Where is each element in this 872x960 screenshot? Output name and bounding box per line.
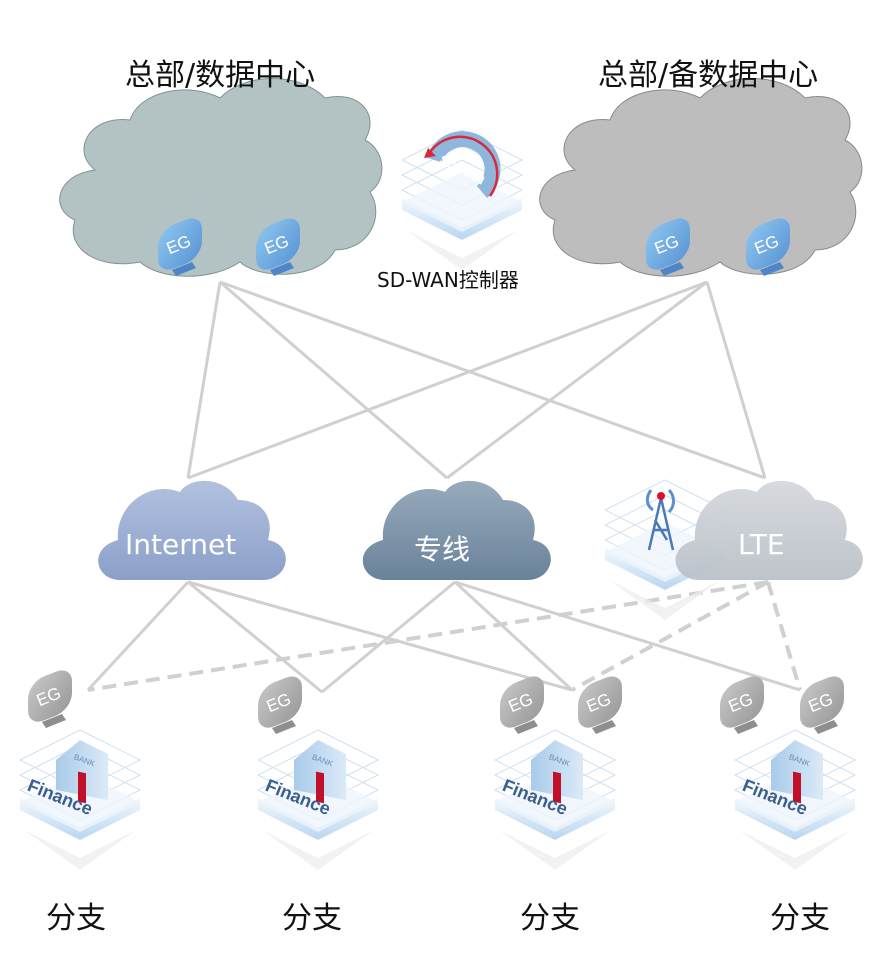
- leased-line-label: 专线: [414, 533, 471, 566]
- branch-site-1[interactable]: BANK Finance: [19, 729, 141, 871]
- branch-label-2: 分支: [282, 901, 342, 936]
- lte-cloud[interactable]: [675, 480, 863, 580]
- link-internet-b2: [187, 580, 323, 694]
- controller-label: SD-WAN控制器: [377, 268, 519, 292]
- lte-tower-icon: [604, 479, 726, 621]
- wan-branch-links: [86, 580, 802, 694]
- link-lte-b4: [766, 581, 802, 691]
- hq-backup-title: 总部/备数据中心: [598, 58, 819, 93]
- leased-line-cloud[interactable]: [362, 480, 551, 580]
- link-hq1-leased: [219, 280, 448, 480]
- hq-primary-title: 总部/数据中心: [125, 58, 316, 93]
- branch-site-3[interactable]: BANK Finance: [494, 729, 616, 871]
- hq-wan-links: [186, 280, 767, 480]
- branch-label-4: 分支: [770, 901, 830, 936]
- branch-label-3: 分支: [520, 901, 580, 936]
- internet-label: Internet: [125, 528, 237, 561]
- link-hq2-lte: [705, 281, 767, 479]
- link-internet-b3: [187, 580, 573, 692]
- link-hq1-lte: [219, 280, 766, 480]
- link-hq2-leased: [446, 280, 708, 480]
- lte-label: LTE: [738, 528, 785, 561]
- link-lte-b1: [87, 580, 769, 692]
- link-hq2-internet: [187, 280, 708, 480]
- eg-gateway-icon: [500, 671, 544, 734]
- branch-label-1: 分支: [46, 901, 106, 936]
- sdwan-controller-icon[interactable]: SD-WAN: [401, 129, 523, 271]
- eg-gateway-icon: [800, 671, 844, 734]
- link-leased-b4: [454, 580, 801, 692]
- eg-gateway-icon: [28, 665, 72, 728]
- eg-gateway-icon: [720, 671, 764, 734]
- hq-primary-cloud[interactable]: [59, 78, 383, 277]
- link-lte-b3: [571, 580, 769, 692]
- link-leased-b3: [453, 580, 574, 692]
- internet-cloud[interactable]: [98, 480, 286, 580]
- branch-site-4[interactable]: BANK Finance: [734, 729, 856, 871]
- hq-backup-cloud[interactable]: [539, 78, 863, 277]
- link-hq1-internet: [186, 281, 222, 479]
- eg-gateway-icon: [258, 671, 302, 734]
- link-internet-b1: [86, 580, 190, 692]
- eg-gateway-icon: [578, 671, 622, 734]
- link-leased-b2: [321, 580, 456, 694]
- branch-site-2[interactable]: BANK Finance: [257, 729, 379, 871]
